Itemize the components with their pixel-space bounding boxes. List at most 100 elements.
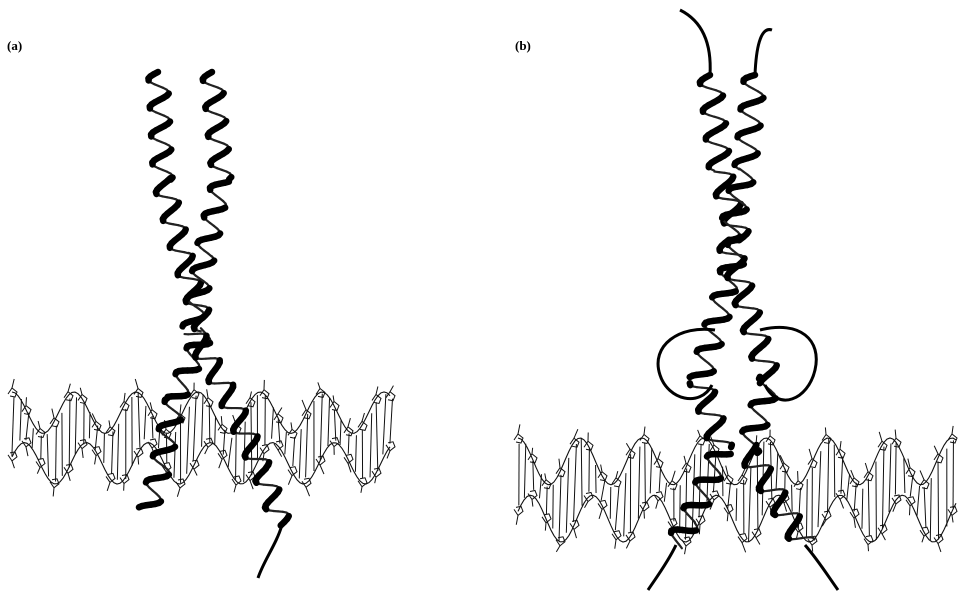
panel-a-dna-sugar bbox=[358, 478, 367, 487]
panel-a-dna-phosphate bbox=[52, 409, 54, 418]
panel-a-dna-base-pair bbox=[32, 428, 33, 448]
panel-a-dna-sugar bbox=[120, 402, 129, 411]
panel-b-dna-phosphate bbox=[882, 534, 885, 540]
panel-b-tail-top-left bbox=[680, 10, 710, 75]
panel-b-dna-base-pair bbox=[736, 488, 737, 521]
panel-a-helix-left-ribbon-front bbox=[139, 506, 142, 507]
panel-b-dna-base-pair bbox=[524, 444, 525, 498]
panel-b-dna-base-pair bbox=[680, 485, 681, 533]
panel-a-dna-base-pair bbox=[383, 394, 386, 454]
panel-b-dna-base-pair bbox=[664, 483, 666, 502]
panel-a-dna-base-pair bbox=[75, 397, 76, 453]
panel-b-dna-phosphate bbox=[699, 525, 700, 534]
panel-b-dna-phosphate bbox=[626, 443, 630, 449]
panel-a-dna-sugar bbox=[288, 467, 297, 476]
panel-a-dna-phosphate bbox=[320, 465, 324, 474]
panel-b-dna-base-pair bbox=[828, 439, 829, 513]
panel-b-helix-left-ribbon-front bbox=[690, 376, 693, 377]
panel-a-dna-backbone bbox=[12, 443, 390, 484]
panel-a-helix-left-ribbon-front bbox=[159, 427, 160, 429]
panel-a-dna-base-pair bbox=[228, 438, 232, 468]
panel-b-dna-sugar bbox=[668, 519, 677, 528]
panel-a-dna-phosphate bbox=[387, 451, 390, 459]
panel-b-coiled-coil-helices bbox=[648, 10, 838, 590]
panel-a-dna-sugar bbox=[36, 459, 45, 468]
panel-a-dna-phosphate bbox=[278, 408, 282, 414]
panel-b-helix-right-ribbon-front bbox=[738, 135, 739, 137]
panel-b-dna-base-pair bbox=[818, 451, 821, 527]
panel-b-dna-phosphate bbox=[809, 449, 812, 459]
panel-a-dna-base-pair bbox=[187, 407, 190, 474]
panel-a-dna-phosphate bbox=[124, 393, 125, 402]
panel-a-dna-base-pair bbox=[334, 410, 335, 441]
panel-a-structure bbox=[8, 72, 395, 578]
panel-a-dna-phosphate bbox=[221, 416, 222, 424]
panel-b-dna-base-pair bbox=[889, 444, 891, 513]
panel-b-dna-base-pair bbox=[924, 487, 926, 528]
panel-b-dna-phosphate bbox=[742, 543, 746, 553]
panel-b-dna-base-pair bbox=[638, 447, 640, 519]
panel-b-dna-phosphate bbox=[656, 501, 658, 509]
panel-b-helix-left-ribbon-front bbox=[690, 383, 691, 385]
panel-b-tail-top-right bbox=[755, 30, 772, 75]
panel-b-dna-phosphate bbox=[812, 545, 813, 551]
panel-b-dna-phosphate bbox=[895, 430, 896, 439]
panel-b-dna-base-pair bbox=[917, 486, 920, 516]
panel-a-dna-base-pair bbox=[26, 413, 29, 440]
panel-a-helix-right-ribbon-front bbox=[187, 297, 188, 299]
panel-b-dna-base-pair bbox=[792, 485, 793, 512]
panel-b-dna-phosphate bbox=[684, 456, 686, 463]
panel-a-dna-phosphate bbox=[234, 485, 236, 492]
panel-b-dna-base-pair bbox=[904, 458, 905, 493]
panel-b-dna-sugar bbox=[808, 459, 817, 468]
panel-b-dna-sugar bbox=[612, 478, 621, 487]
panel-b-dna-phosphate bbox=[920, 470, 924, 479]
panel-a-dna-phosphate bbox=[205, 447, 208, 454]
panel-a-dna-phosphate bbox=[12, 379, 14, 388]
panel-a-dna-base-pair bbox=[69, 399, 70, 468]
panel-a-dna-base-pair bbox=[193, 396, 196, 461]
panel-a-dna-phosphate bbox=[333, 395, 334, 401]
panel-a-dna-phosphate bbox=[302, 400, 306, 410]
panel-b-dna-sugar bbox=[654, 492, 663, 501]
panel-a-dna-phosphate bbox=[362, 413, 364, 421]
panel-b-helix-left-ribbon-front bbox=[695, 481, 696, 483]
panel-a-dna-base-pair bbox=[215, 416, 216, 444]
panel-b-helix-right-ribbon-front bbox=[751, 403, 752, 405]
panel-b-dna-base-pair bbox=[713, 452, 716, 492]
panel-b-dna-phosphate bbox=[952, 426, 953, 434]
panel-b-dna-phosphate bbox=[516, 515, 518, 524]
panel-a-dna-sugar bbox=[302, 410, 311, 419]
panel-b-dna-base-pair bbox=[910, 475, 913, 496]
panel-a-dna-phosphate bbox=[219, 459, 222, 468]
panel-b-helix-left-ribbon-front bbox=[684, 506, 685, 508]
panel-b-dna-phosphate bbox=[934, 446, 938, 454]
panel-a-helix-right-ribbon-front bbox=[256, 481, 257, 483]
panel-b-dna-base-pair bbox=[841, 457, 843, 494]
panel-b-helix-left-ribbon-back bbox=[679, 544, 682, 548]
panel-b-dna-sugar bbox=[934, 454, 943, 463]
panel-a-dna-phosphate bbox=[390, 386, 393, 392]
panel-a-dna-base-pair bbox=[20, 399, 22, 441]
panel-a-dna-phosphate bbox=[68, 473, 70, 481]
panel-a-dna-base-pair bbox=[236, 434, 237, 479]
panel-b-dna-base-pair bbox=[806, 479, 807, 537]
panel-a-dna-phosphate bbox=[207, 389, 208, 397]
panel-a-dna-phosphate bbox=[138, 457, 139, 464]
panel-b-helix-right-ribbon-front bbox=[729, 189, 730, 191]
panel-b-helix-right-ribbon-front bbox=[722, 216, 723, 218]
panel-b-dna-sugar bbox=[836, 490, 845, 499]
panel-a-helix-left-ribbon-front bbox=[146, 481, 147, 483]
panel-b-dna-base-pair bbox=[533, 461, 534, 490]
panel-a-dna-phosphate bbox=[361, 487, 362, 493]
panel-b-dna-phosphate bbox=[952, 515, 953, 522]
panel-b-helix-right-ribbon-front bbox=[743, 330, 744, 332]
panel-b-dna-phosphate bbox=[545, 523, 546, 531]
panel-b-helix-right-ribbon-front bbox=[757, 451, 759, 453]
panel-a-dna-phosphate bbox=[82, 449, 83, 458]
panel-b-helix-right-ribbon-front bbox=[735, 163, 736, 165]
panel-a-dna-base-pair bbox=[41, 436, 42, 460]
panel-b-dna-phosphate bbox=[851, 470, 854, 478]
panel-b-helix-right-ribbon-front bbox=[727, 276, 728, 278]
panel-b-dna-base-pair bbox=[581, 438, 582, 506]
